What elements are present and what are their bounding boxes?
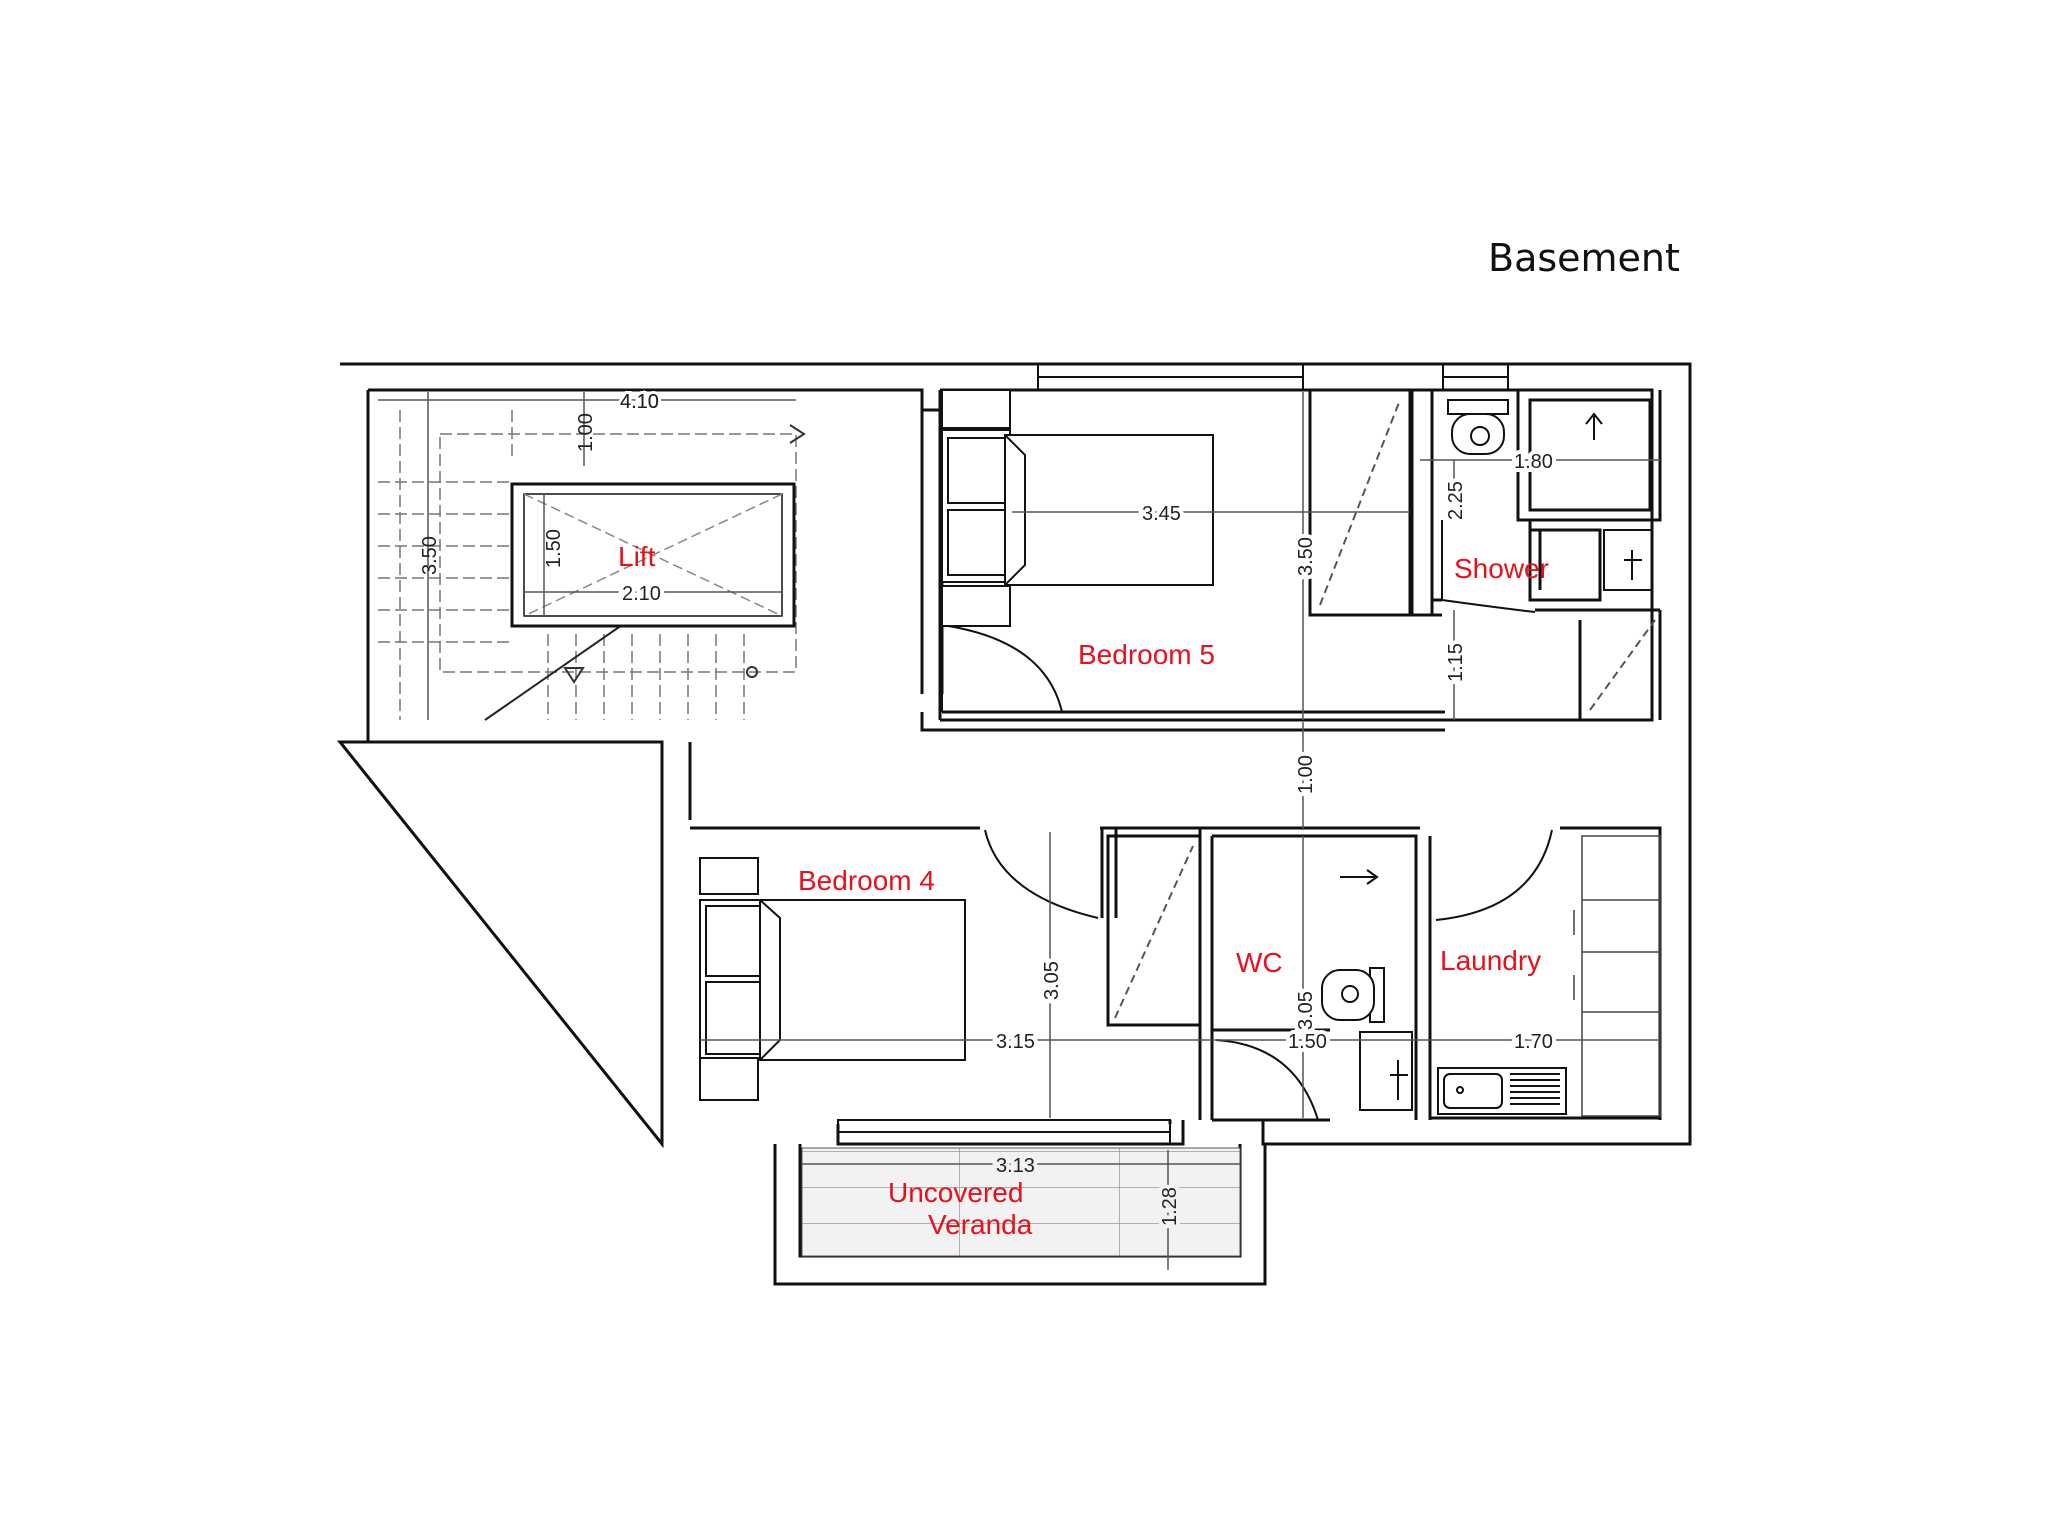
toilet-wc: [1321, 967, 1385, 1023]
room-label-laundry: Laundry: [1440, 945, 1541, 976]
dim-shower-width: 1.80: [1514, 451, 1553, 473]
basin-wc: [1359, 1031, 1413, 1111]
bed-bedroom4: [699, 857, 966, 1101]
dim-bedroom4-height: 3.05: [1041, 961, 1063, 1000]
direction-arrows: [1340, 412, 1603, 885]
dim-bedroom4-width: 3.15: [996, 1031, 1035, 1053]
dim-stair-width: 4.10: [620, 391, 659, 413]
stair-handrail: [484, 624, 623, 721]
dimension-lines: [378, 392, 1660, 1270]
room-label-wc: WC: [1236, 947, 1283, 978]
dim-wc-width: 1.50: [1288, 1031, 1327, 1053]
dim-corridor: 1.00: [1295, 755, 1317, 794]
dim-stair-landing: 1.00: [575, 413, 597, 452]
stair-arrow-up: [789, 424, 806, 444]
dim-stair-width: 4.10: [620, 391, 659, 413]
dim-shower-height: 2.25: [1445, 481, 1467, 520]
dim-lift-height: 1.50: [543, 529, 565, 568]
bed-bedroom5: [941, 389, 1214, 627]
window-bedroom4: [837, 1119, 1171, 1145]
window-shower: [1442, 363, 1509, 391]
sink-laundry: [1437, 1067, 1567, 1115]
dim-passage-small: 1.15: [1445, 643, 1467, 682]
room-label-lift: Lift: [618, 541, 656, 572]
room-label-bedroom4: Bedroom 4: [798, 865, 935, 896]
veranda-floor: [801, 1147, 1241, 1257]
lift-cross: [523, 493, 783, 617]
veranda-outline: [773, 1144, 1267, 1286]
plan-title: Basement: [1488, 236, 1680, 280]
laundry-cabinets: [1573, 835, 1661, 1117]
window-bedroom5: [1037, 363, 1304, 391]
dim-bedroom5-width: 3.45: [1142, 503, 1181, 525]
dim-laundry-width: 1.70: [1514, 1031, 1553, 1053]
wardrobe-doors: [1114, 399, 1656, 1019]
doors: [941, 520, 1553, 1121]
dim-veranda-width: 3.13: [996, 1155, 1035, 1177]
dim-wc-height: 3.05: [1295, 991, 1317, 1030]
stair-start-marker: [746, 666, 758, 678]
room-label-veranda-line1: Uncovered: [888, 1177, 1023, 1208]
interior-walls: [690, 388, 1662, 1122]
dim-veranda-depth: 1.28: [1159, 1187, 1181, 1226]
dim-lift-width: 2.10: [622, 583, 661, 605]
dim-bedroom5-height: 3.50: [1295, 537, 1317, 576]
room-label-bedroom5: Bedroom 5: [1078, 639, 1215, 670]
basin-shower-room: [1603, 529, 1653, 591]
stair-arrow-down: [563, 667, 585, 684]
dim-stair-height: 3.50: [419, 536, 441, 575]
room-label-shower: Shower: [1454, 553, 1549, 584]
room-label-veranda-line2: Veranda: [928, 1209, 1033, 1240]
toilet-shower-room: [1447, 399, 1509, 455]
